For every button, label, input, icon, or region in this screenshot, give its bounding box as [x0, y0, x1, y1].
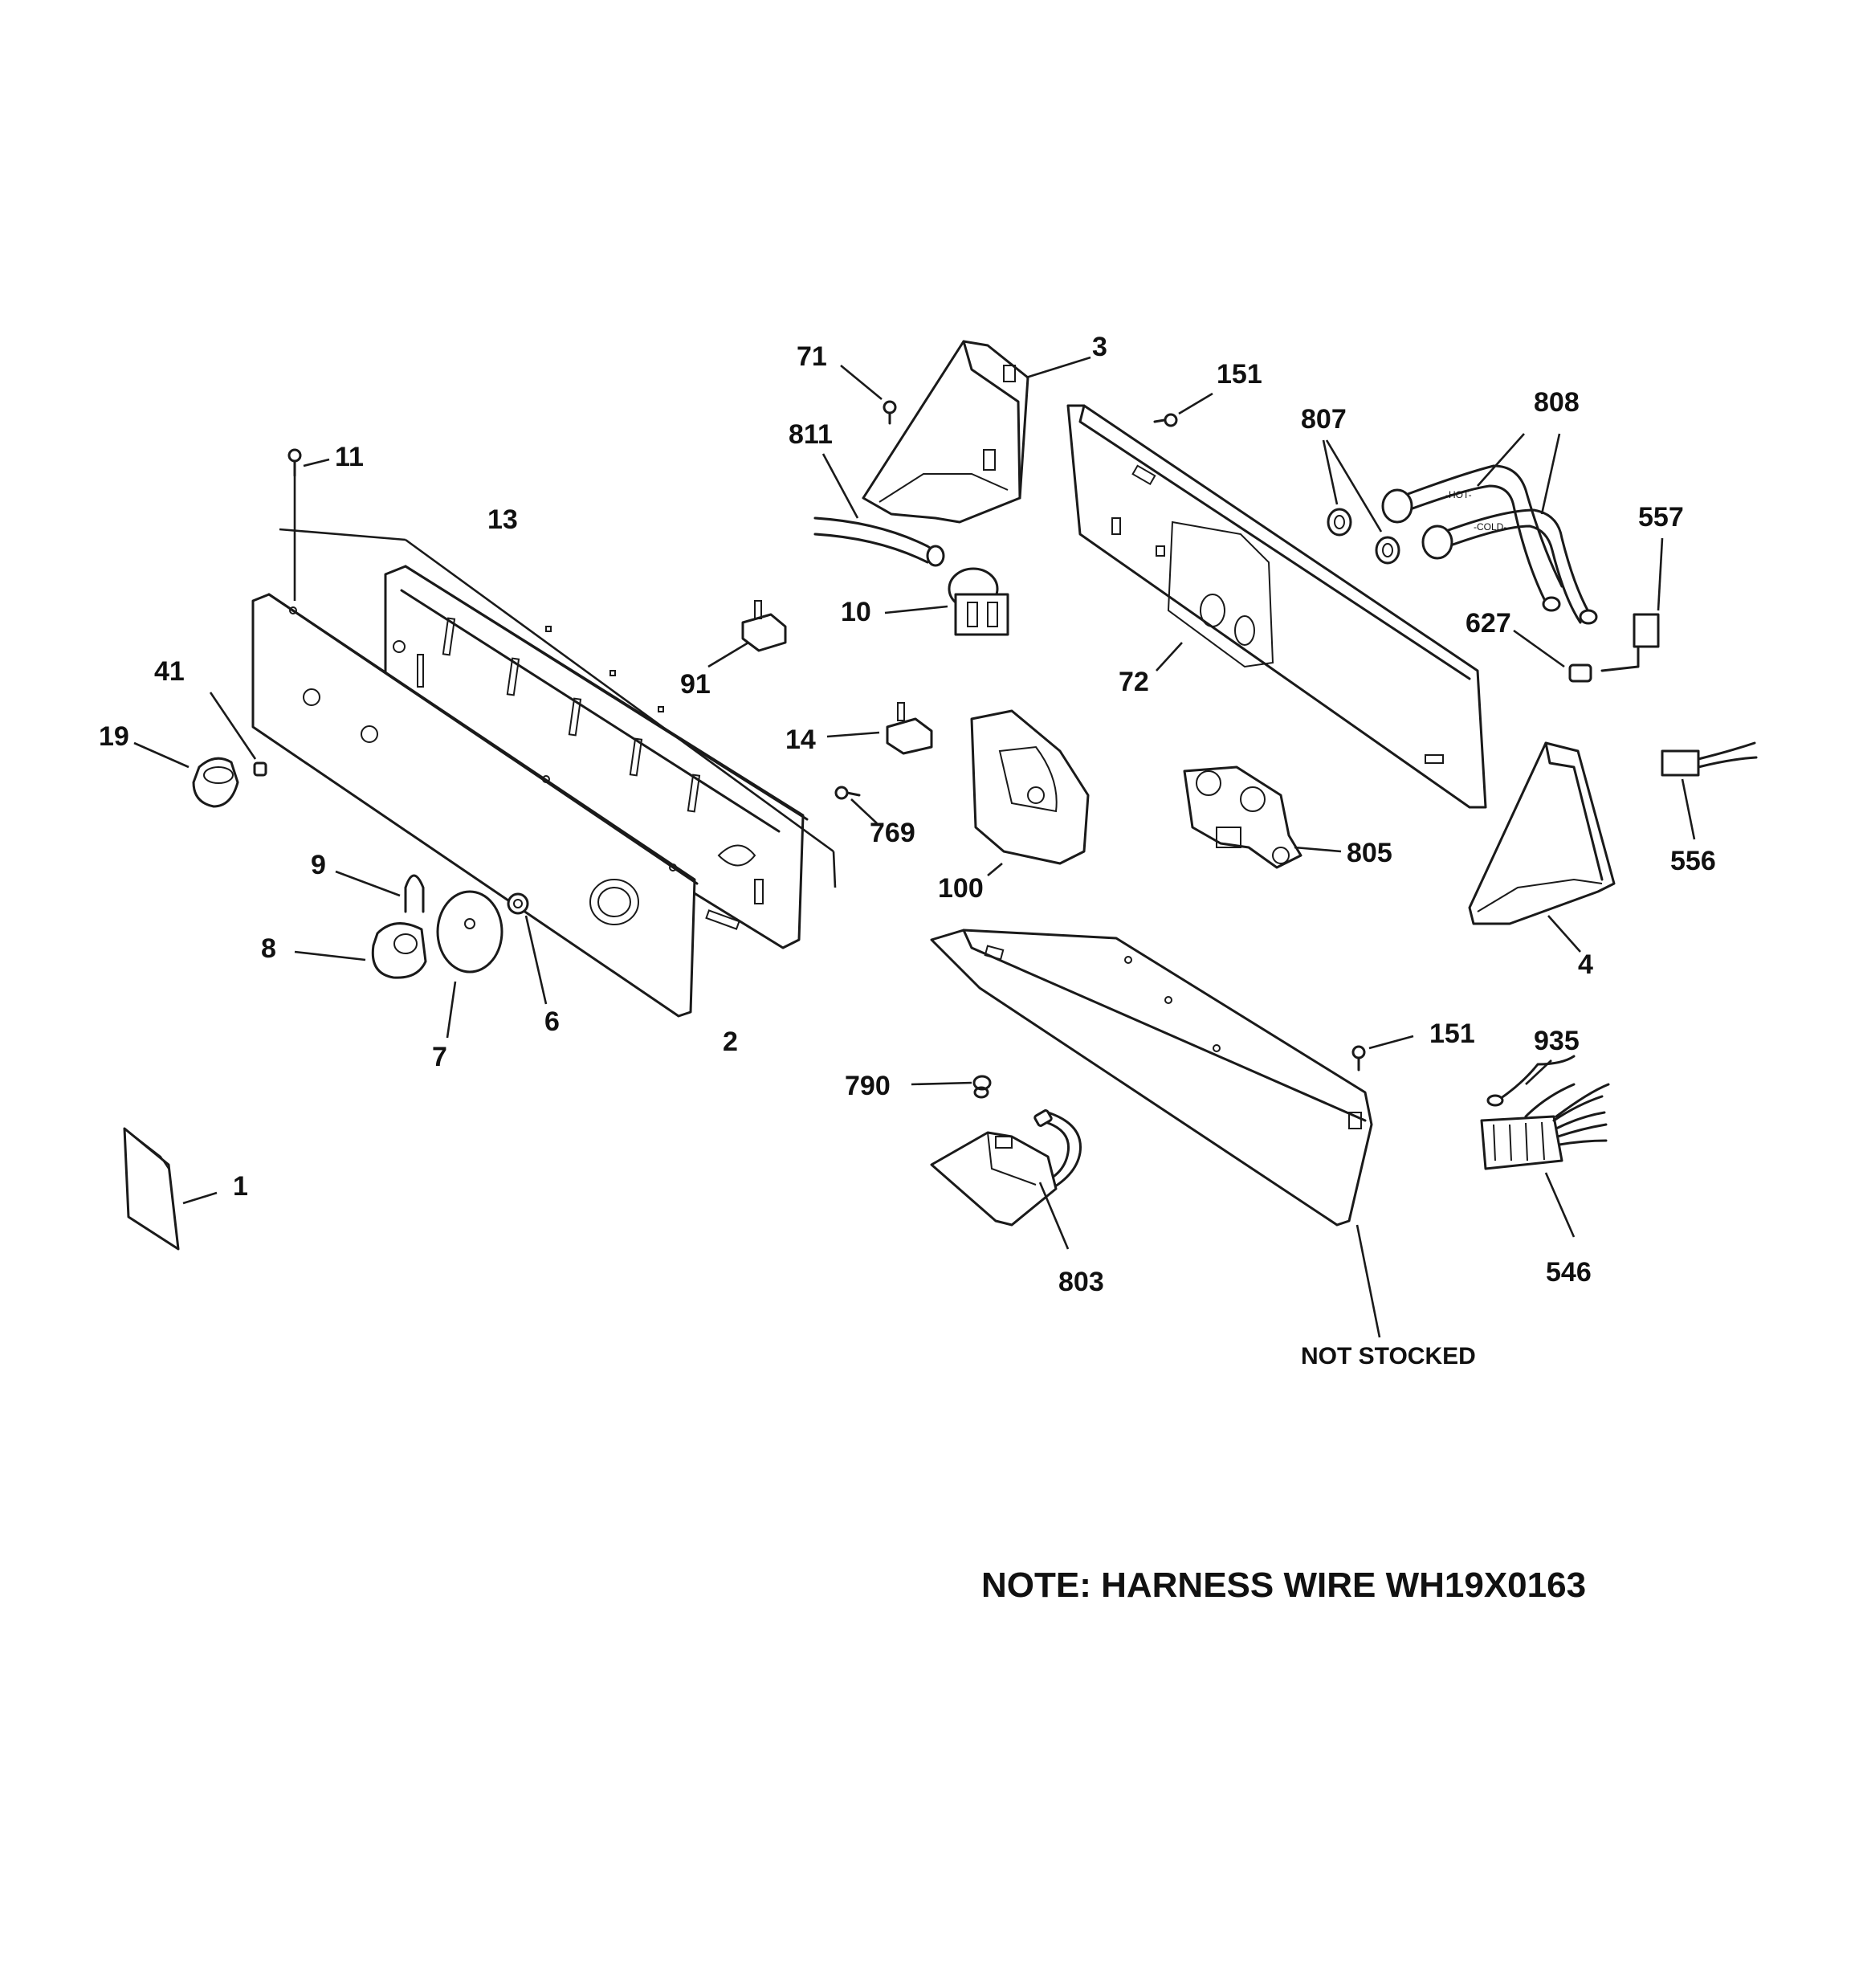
part-6-nut — [507, 892, 548, 1005]
label-805: 805 — [1347, 838, 1392, 868]
label-790: 790 — [845, 1071, 891, 1101]
label-8: 8 — [261, 933, 276, 964]
part-number-labels: 1 2 3 4 6 7 8 9 10 11 13 14 19 41 71 72 … — [99, 332, 1716, 1370]
label-72: 72 — [1119, 667, 1149, 697]
label-557: 557 — [1638, 502, 1684, 533]
label-10: 10 — [841, 597, 871, 627]
label-151-top: 151 — [1217, 359, 1262, 390]
harness-wire-note: NOTE: HARNESS WIRE WH19X0163 — [981, 1565, 1586, 1605]
part-19-knob — [133, 741, 239, 808]
part-2-control-panel-front — [251, 593, 699, 1018]
label-4: 4 — [1578, 949, 1593, 980]
part-9-clip — [335, 870, 425, 913]
label-14: 14 — [785, 725, 816, 755]
part-805-water-valve — [1183, 765, 1342, 869]
label-91: 91 — [680, 669, 711, 700]
label-151-bottom: 151 — [1429, 1018, 1475, 1049]
part-1-literature-pack — [123, 1127, 218, 1251]
part-4-end-cap-right — [1468, 741, 1616, 953]
part-91-switch — [707, 600, 787, 668]
label-807: 807 — [1301, 404, 1347, 435]
part-41-spring-clip — [209, 692, 267, 777]
label-not-stocked: NOT STOCKED — [1301, 1343, 1476, 1370]
part-811-pressure-hose — [813, 453, 945, 567]
part-557-power-plug — [1600, 537, 1664, 672]
label-546: 546 — [1546, 1257, 1592, 1288]
label-71: 71 — [797, 341, 827, 372]
part-935-546-wiring-harness — [1480, 1055, 1610, 1238]
label-9: 9 — [311, 850, 326, 880]
label-100: 100 — [938, 873, 984, 904]
label-6: 6 — [544, 1006, 560, 1037]
label-803: 803 — [1058, 1267, 1104, 1297]
label-2: 2 — [723, 1027, 738, 1057]
label-556: 556 — [1670, 846, 1716, 876]
label-627: 627 — [1466, 608, 1511, 639]
part-151-screw-top — [1153, 392, 1213, 427]
label-1: 1 — [233, 1171, 248, 1202]
part-151-screw-bottom — [1351, 1035, 1414, 1072]
label-935: 935 — [1534, 1026, 1580, 1056]
part-14-switch — [826, 702, 933, 755]
part-803-dispenser — [930, 1109, 1082, 1250]
part-11-screw — [287, 448, 330, 601]
hose-cold-marking: -COLD- — [1474, 521, 1506, 533]
label-808: 808 — [1534, 387, 1580, 418]
part-100-timer — [970, 709, 1090, 876]
part-not-stocked-lower-shield — [930, 929, 1381, 1338]
label-811: 811 — [789, 419, 833, 450]
label-19: 19 — [99, 721, 129, 752]
label-7: 7 — [432, 1042, 447, 1072]
part-807-hose-washers — [1322, 439, 1400, 565]
part-10-pressure-switch — [884, 567, 1009, 636]
part-71-screw — [840, 364, 897, 425]
part-8-knob — [294, 922, 427, 979]
hose-hot-marking: -HOT- — [1445, 489, 1472, 500]
label-41: 41 — [154, 656, 185, 687]
part-3-end-cap-left — [862, 340, 1091, 524]
part-808-fill-hoses: -HOT- -COLD- — [1381, 433, 1598, 625]
part-13-console-backsplash — [279, 528, 837, 949]
label-3: 3 — [1092, 332, 1107, 362]
part-627-connector — [1513, 629, 1592, 683]
part-790-hose-clamp — [911, 1075, 992, 1099]
part-72-rear-panel — [1066, 404, 1487, 809]
label-11: 11 — [335, 442, 364, 472]
part-7-dial-skirt — [436, 890, 503, 1039]
label-13: 13 — [487, 504, 518, 535]
label-769: 769 — [870, 818, 915, 848]
part-556-terminal-connector — [1661, 741, 1758, 840]
part-769-screw — [834, 786, 878, 824]
